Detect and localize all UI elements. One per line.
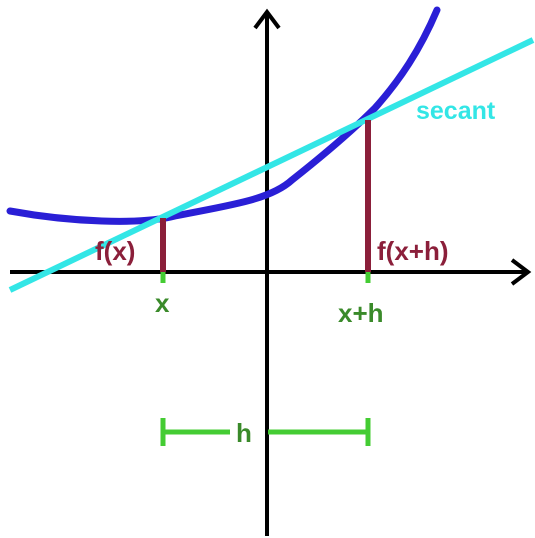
secant-line <box>8 37 535 293</box>
function-curve <box>6 6 441 225</box>
y-axis-arrowhead <box>253 8 281 30</box>
h-label: h <box>236 418 252 448</box>
x-axis-arrowhead <box>510 258 532 286</box>
fx-label: f(x) <box>95 236 135 266</box>
secant-label: secant <box>416 97 496 125</box>
xh-label: x+h <box>338 298 384 328</box>
fxh-label: f(x+h) <box>377 236 449 266</box>
x-label: x <box>155 288 170 318</box>
